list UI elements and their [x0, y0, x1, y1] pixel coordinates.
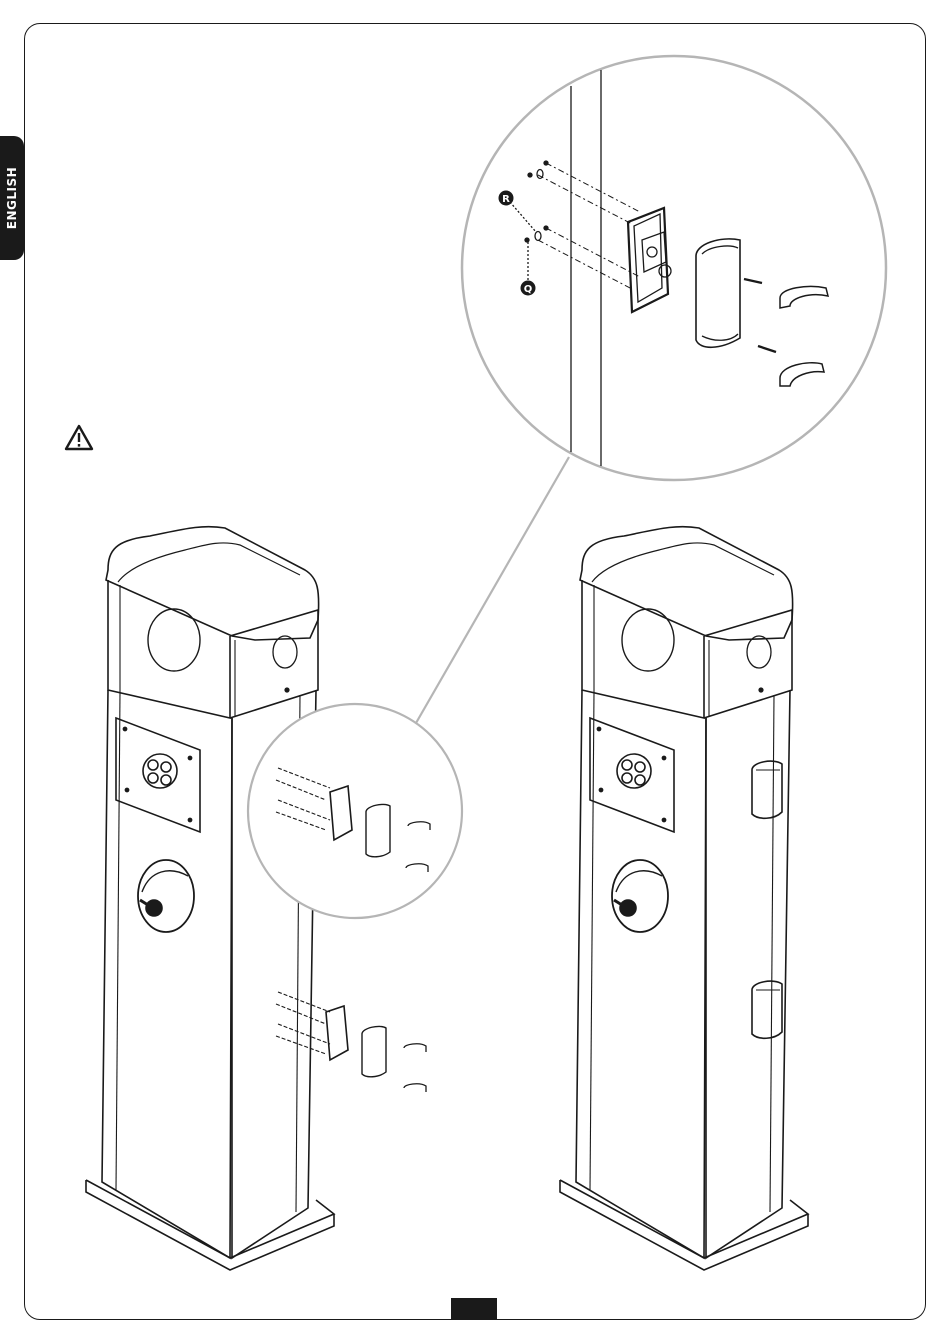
zoom-connector [412, 457, 569, 730]
zoom-detail-small [248, 704, 462, 918]
column-right [560, 527, 808, 1270]
callout-q: Q [521, 281, 536, 296]
svg-text:R: R [502, 194, 510, 205]
zoom-detail-large [462, 56, 886, 480]
svg-text:Q: Q [524, 284, 533, 295]
callout-r: R [499, 191, 514, 206]
